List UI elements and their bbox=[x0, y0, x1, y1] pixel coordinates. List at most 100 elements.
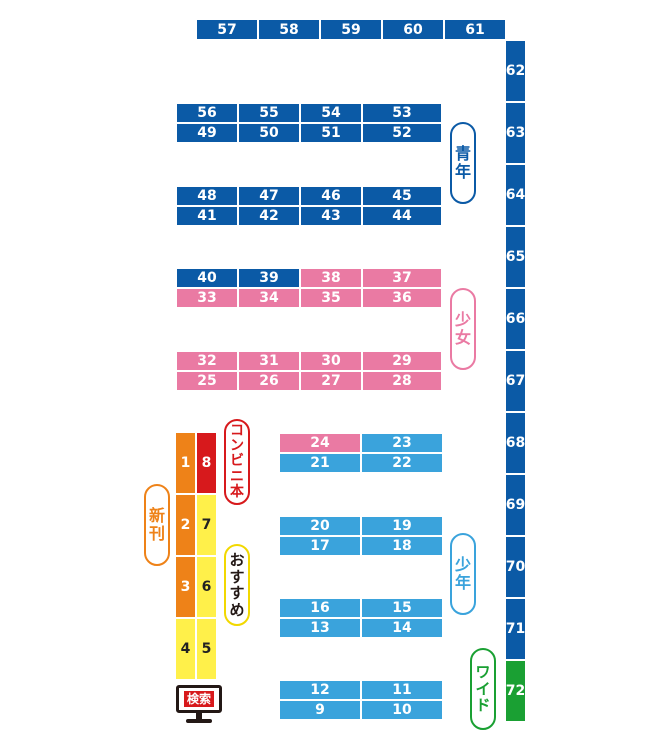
shelf-16[interactable]: 16 bbox=[279, 598, 361, 618]
shelf-39[interactable]: 39 bbox=[238, 268, 300, 288]
shinkan-char-2: 刊 bbox=[148, 524, 165, 543]
category-conbini-label: コ ン ビ ニ 本 bbox=[224, 419, 250, 505]
shelf-42[interactable]: 42 bbox=[238, 206, 300, 226]
shoujo-char-2: 女 bbox=[454, 328, 471, 347]
shelf-25[interactable]: 25 bbox=[176, 371, 238, 391]
shelf-46[interactable]: 46 bbox=[300, 186, 362, 206]
shounen-char-1: 少 bbox=[454, 554, 471, 574]
monitor-stand bbox=[196, 713, 202, 719]
shelf-51[interactable]: 51 bbox=[300, 123, 362, 143]
wide-char-3: ド bbox=[475, 696, 491, 715]
shoujo-char-1: 少 bbox=[454, 309, 471, 329]
shelf-37[interactable]: 37 bbox=[362, 268, 442, 288]
shelf-27[interactable]: 27 bbox=[300, 371, 362, 391]
category-shounen-label: 少 年 bbox=[450, 533, 476, 615]
osusume-char-4: め bbox=[229, 600, 245, 619]
shelf-17[interactable]: 17 bbox=[279, 536, 361, 556]
shelf-48[interactable]: 48 bbox=[176, 186, 238, 206]
shelf-60[interactable]: 60 bbox=[382, 19, 444, 40]
shelf-26[interactable]: 26 bbox=[238, 371, 300, 391]
shelf-19[interactable]: 19 bbox=[361, 516, 443, 536]
shelf-62[interactable]: 62 bbox=[505, 40, 526, 102]
shelf-50[interactable]: 50 bbox=[238, 123, 300, 143]
seinen-char-2: 年 bbox=[454, 162, 471, 181]
shelf-3[interactable]: 3 bbox=[175, 556, 196, 618]
shelf-13[interactable]: 13 bbox=[279, 618, 361, 638]
shelf-14[interactable]: 14 bbox=[361, 618, 443, 638]
shelf-64[interactable]: 64 bbox=[505, 164, 526, 226]
shelf-71[interactable]: 71 bbox=[505, 598, 526, 660]
shelf-35[interactable]: 35 bbox=[300, 288, 362, 308]
search-terminal[interactable]: 検索 bbox=[176, 685, 222, 725]
monitor-icon: 検索 bbox=[176, 685, 222, 713]
shelf-57[interactable]: 57 bbox=[196, 19, 258, 40]
shelf-59[interactable]: 59 bbox=[320, 19, 382, 40]
osusume-char-2: す bbox=[229, 567, 245, 586]
shelf-68[interactable]: 68 bbox=[505, 412, 526, 474]
shelf-69[interactable]: 69 bbox=[505, 474, 526, 536]
shelf-56[interactable]: 56 bbox=[176, 103, 238, 123]
shelf-24[interactable]: 24 bbox=[279, 433, 361, 453]
conbini-char-3: ビ bbox=[230, 453, 244, 470]
conbini-char-2: ン bbox=[230, 438, 244, 455]
shelf-54[interactable]: 54 bbox=[300, 103, 362, 123]
category-shoujo-label: 少 女 bbox=[450, 288, 476, 370]
shelf-21[interactable]: 21 bbox=[279, 453, 361, 473]
shelf-5[interactable]: 5 bbox=[196, 618, 217, 680]
osusume-char-1: お bbox=[229, 551, 245, 569]
shelf-9[interactable]: 9 bbox=[279, 700, 361, 720]
shelf-65[interactable]: 65 bbox=[505, 226, 526, 288]
shelf-1[interactable]: 1 bbox=[175, 432, 196, 494]
shelf-29[interactable]: 29 bbox=[362, 351, 442, 371]
shelf-28[interactable]: 28 bbox=[362, 371, 442, 391]
shelf-66[interactable]: 66 bbox=[505, 288, 526, 350]
category-osusume-label: お す す め bbox=[224, 544, 250, 626]
shelf-58[interactable]: 58 bbox=[258, 19, 320, 40]
seinen-char-1: 青 bbox=[454, 143, 471, 163]
shelf-34[interactable]: 34 bbox=[238, 288, 300, 308]
shelf-44[interactable]: 44 bbox=[362, 206, 442, 226]
shelf-8[interactable]: 8 bbox=[196, 432, 217, 494]
shelf-47[interactable]: 47 bbox=[238, 186, 300, 206]
shelf-41[interactable]: 41 bbox=[176, 206, 238, 226]
shelf-4[interactable]: 4 bbox=[175, 618, 196, 680]
wide-char-2: イ bbox=[475, 679, 491, 698]
shinkan-char-1: 新 bbox=[148, 505, 165, 525]
conbini-char-4: ニ bbox=[230, 468, 244, 485]
conbini-char-5: 本 bbox=[230, 483, 244, 500]
shelf-45[interactable]: 45 bbox=[362, 186, 442, 206]
shelf-18[interactable]: 18 bbox=[361, 536, 443, 556]
shelf-72[interactable]: 72 bbox=[505, 660, 526, 722]
shelf-38[interactable]: 38 bbox=[300, 268, 362, 288]
shelf-49[interactable]: 49 bbox=[176, 123, 238, 143]
shelf-61[interactable]: 61 bbox=[444, 19, 506, 40]
shelf-67[interactable]: 67 bbox=[505, 350, 526, 412]
shelf-23[interactable]: 23 bbox=[361, 433, 443, 453]
shounen-char-2: 年 bbox=[454, 573, 471, 592]
shelf-55[interactable]: 55 bbox=[238, 103, 300, 123]
shelf-52[interactable]: 52 bbox=[362, 123, 442, 143]
shelf-10[interactable]: 10 bbox=[361, 700, 443, 720]
shelf-43[interactable]: 43 bbox=[300, 206, 362, 226]
shelf-40[interactable]: 40 bbox=[176, 268, 238, 288]
shelf-30[interactable]: 30 bbox=[300, 351, 362, 371]
shelf-33[interactable]: 33 bbox=[176, 288, 238, 308]
search-label: 検索 bbox=[183, 690, 214, 708]
shelf-70[interactable]: 70 bbox=[505, 536, 526, 598]
shelf-36[interactable]: 36 bbox=[362, 288, 442, 308]
conbini-char-1: コ bbox=[230, 423, 244, 440]
shelf-11[interactable]: 11 bbox=[361, 680, 443, 700]
shelf-12[interactable]: 12 bbox=[279, 680, 361, 700]
category-shinkan-label: 新 刊 bbox=[144, 484, 170, 566]
shelf-7[interactable]: 7 bbox=[196, 494, 217, 556]
shelf-2[interactable]: 2 bbox=[175, 494, 196, 556]
shelf-32[interactable]: 32 bbox=[176, 351, 238, 371]
shelf-63[interactable]: 63 bbox=[505, 102, 526, 164]
shelf-15[interactable]: 15 bbox=[361, 598, 443, 618]
shelf-6[interactable]: 6 bbox=[196, 556, 217, 618]
shelf-22[interactable]: 22 bbox=[361, 453, 443, 473]
shelf-31[interactable]: 31 bbox=[238, 351, 300, 371]
wide-char-1: ワ bbox=[475, 663, 491, 682]
shelf-53[interactable]: 53 bbox=[362, 103, 442, 123]
shelf-20[interactable]: 20 bbox=[279, 516, 361, 536]
